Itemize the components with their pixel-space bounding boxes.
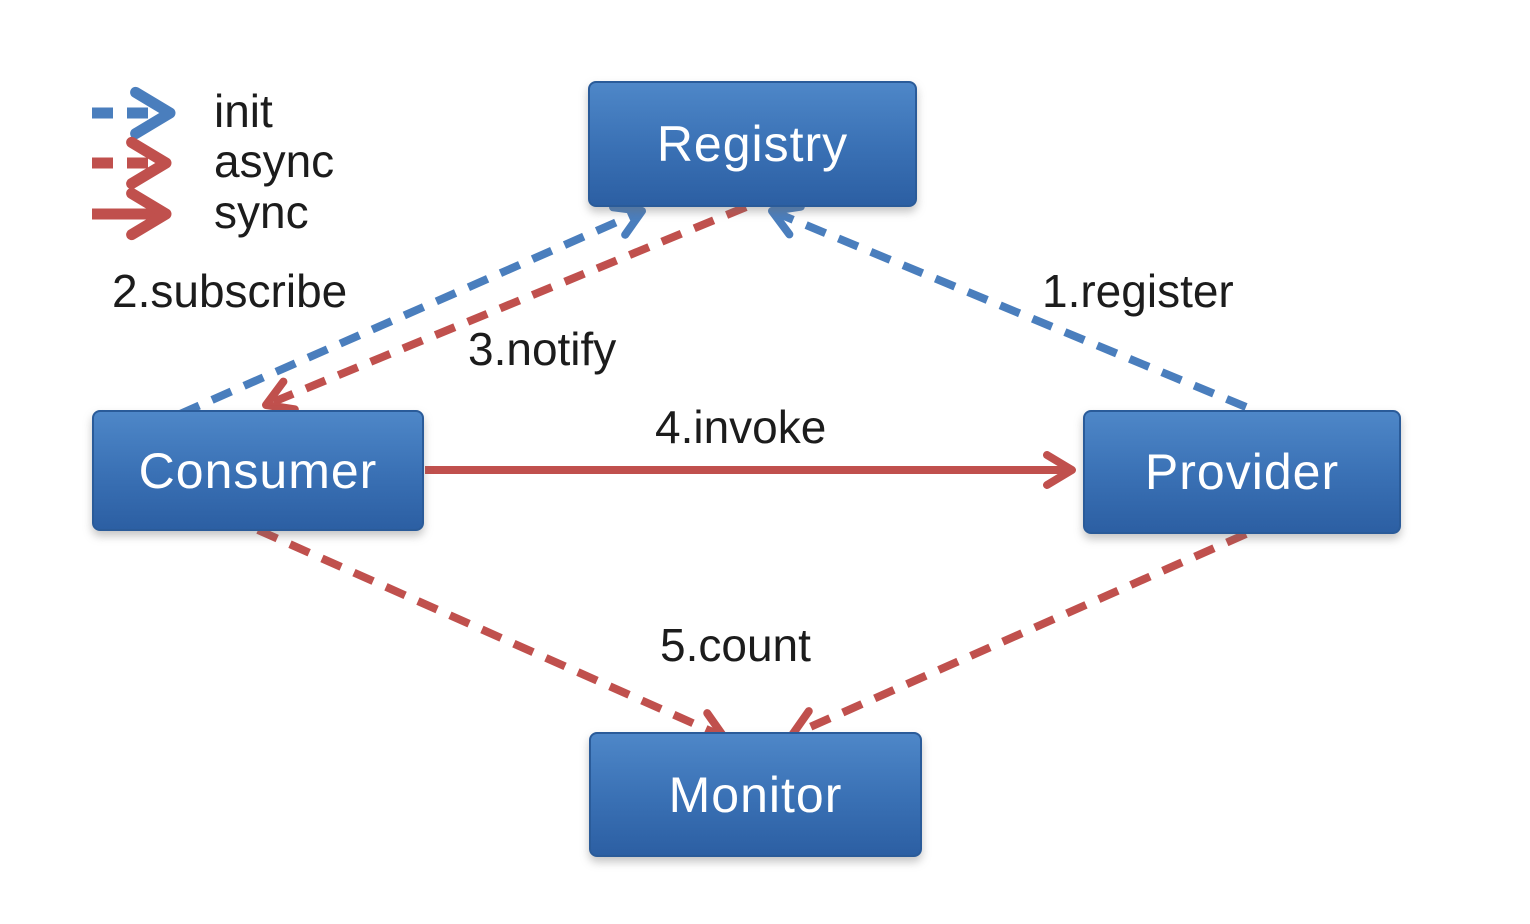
edge-subscribe-label: 2.subscribe: [112, 265, 348, 317]
edge-count-provider-arrow: [788, 530, 1248, 743]
node-provider: Provider: [1083, 410, 1401, 534]
node-registry: Registry: [588, 81, 917, 207]
node-consumer: Consumer: [92, 410, 424, 531]
edge-notify-label: 3.notify: [468, 323, 617, 375]
edge-count-consumer-arrow: [256, 526, 728, 745]
node-provider-label: Provider: [1144, 444, 1340, 500]
node-monitor: Monitor: [589, 732, 922, 857]
node-monitor-label: Monitor: [668, 766, 843, 823]
legend-sync-label: sync: [214, 186, 309, 238]
node-consumer-label: Consumer: [138, 442, 378, 499]
edge-count-label: 5.count: [660, 619, 811, 671]
edge-invoke-label: 4.invoke: [655, 401, 827, 453]
legend-async-label: async: [214, 135, 335, 187]
legend-init-label: init: [214, 85, 273, 137]
node-registry-label: Registry: [656, 116, 849, 172]
edge-register-label: 1.register: [1042, 265, 1234, 317]
